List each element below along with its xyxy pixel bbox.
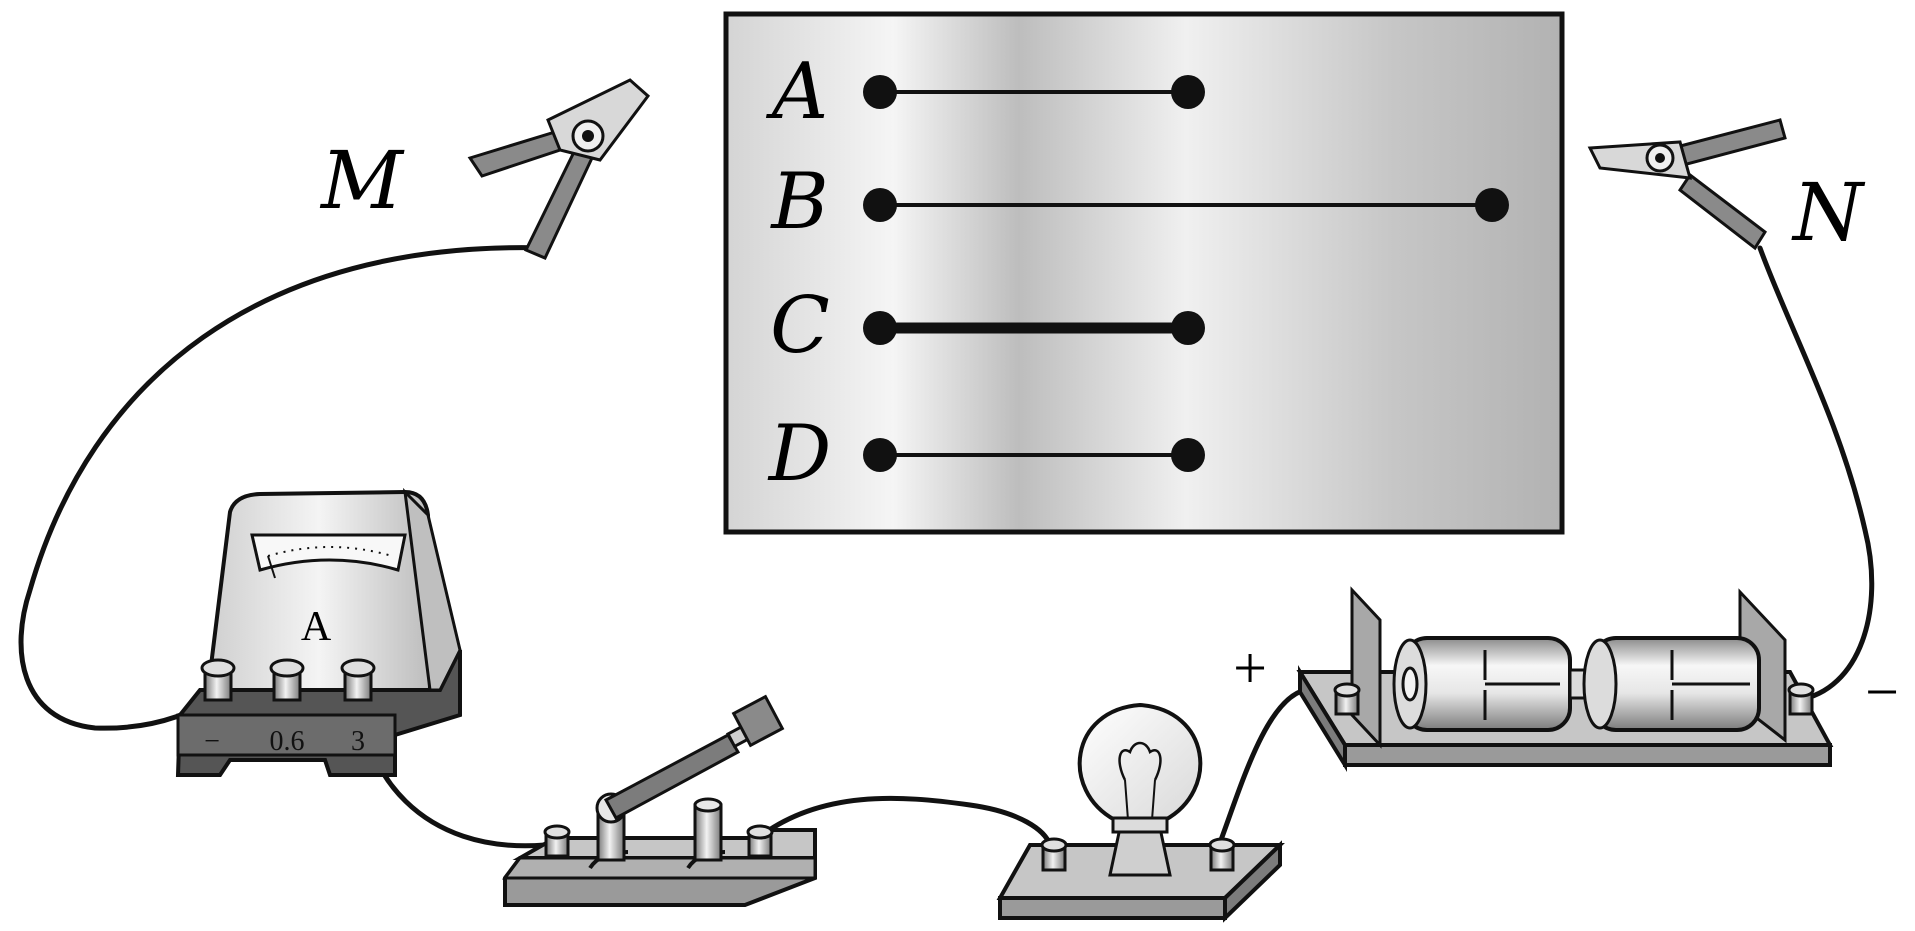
wire-label-d: D (767, 409, 832, 499)
clip-n-label: N (1791, 166, 1866, 259)
switch-terminal-right[interactable] (746, 824, 774, 858)
wire-d[interactable] (863, 438, 1205, 472)
wire-label-b: B (769, 157, 828, 247)
battery-holder[interactable] (1296, 586, 1834, 773)
wire-board: A B C D (723, 11, 1565, 535)
bulb-terminal-right[interactable] (1208, 837, 1236, 872)
clip-m[interactable] (467, 78, 651, 260)
ammeter-terminal-neg[interactable] (200, 658, 236, 702)
battery-cell-left (1392, 636, 1572, 732)
wire-c[interactable] (863, 311, 1205, 345)
ammeter[interactable]: A − 0.6 3 (175, 487, 462, 777)
wire-a[interactable] (863, 75, 1205, 109)
ammeter-terminal-label-3: 3 (351, 726, 365, 757)
knife-switch[interactable] (502, 694, 817, 907)
lead-switch-to-bulb (755, 795, 1053, 848)
wire-label-a: A (766, 47, 828, 137)
bulb-terminal-left[interactable] (1040, 837, 1068, 872)
ammeter-terminal-3[interactable] (340, 658, 376, 702)
battery-cell-right (1582, 636, 1761, 732)
lead-battery-to-clip-n (1757, 245, 1875, 703)
wire-b[interactable] (863, 188, 1509, 222)
battery-terminal-minus[interactable] (1787, 682, 1815, 716)
battery-minus-label: − (1865, 659, 1899, 725)
bulb-holder[interactable] (996, 702, 1285, 923)
ammeter-terminal-label-0-6: 0.6 (270, 726, 305, 757)
switch-terminal-left[interactable] (543, 824, 571, 858)
clip-m-label: M (319, 134, 405, 227)
clip-n[interactable] (1587, 118, 1787, 251)
ammeter-terminal-0-6[interactable] (269, 658, 305, 702)
lead-clip-m-to-ammeter (18, 245, 548, 731)
ammeter-face-label: A (301, 604, 332, 650)
wire-label-c: C (770, 281, 830, 371)
ammeter-terminal-label-neg: − (204, 726, 220, 757)
bulb-icon (1077, 702, 1203, 822)
battery-plus-label: + (1233, 635, 1267, 701)
battery-terminal-plus[interactable] (1333, 682, 1361, 716)
